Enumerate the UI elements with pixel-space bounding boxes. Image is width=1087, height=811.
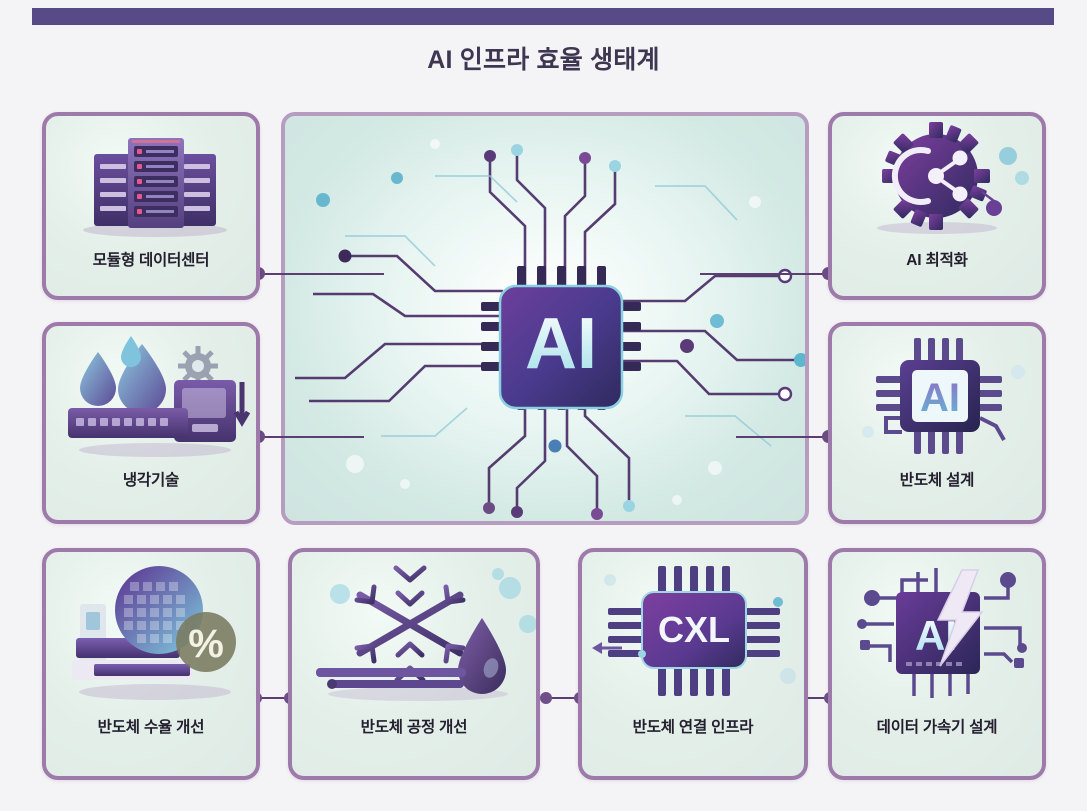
card-cooling-technology[interactable]: 냉각기술 (42, 322, 260, 524)
card-label-cooling-technology: 냉각기술 (122, 471, 180, 489)
connector-line-bottom-3-4 (798, 697, 828, 699)
connector-line-mid-right (736, 436, 828, 438)
connector-line-mid-left (258, 436, 364, 438)
ai-chip-icon: AI (832, 332, 1042, 454)
chip-text-ai: AI (920, 376, 960, 420)
wafer-percent-icon: % (46, 558, 256, 700)
gear-network-icon (832, 122, 1042, 234)
water-drop-cooling-icon (46, 332, 256, 457)
card-label-semiconductor-yield: 반도체 수율 개선 (97, 718, 205, 736)
card-label-data-accelerator: 데이터 가속기 설계 (876, 718, 998, 736)
card-ai-optimization[interactable]: AI 최적화 (828, 112, 1046, 300)
percent-symbol: % (188, 622, 224, 666)
connector-line-bottom-2-3 (548, 697, 578, 699)
top-accent-bar (32, 8, 1054, 25)
card-semiconductor-process[interactable]: 반도체 공정 개선 (288, 548, 540, 780)
card-data-accelerator[interactable]: AI 데이터 가속기 설계 (828, 548, 1046, 780)
ai-hub-illustration: AI (285, 116, 805, 521)
center-ai-hub-panel: AI (281, 112, 809, 525)
connector-line-top-right (700, 273, 828, 275)
card-semiconductor-yield[interactable]: % 반도체 수율 개선 (42, 548, 260, 780)
card-semiconductor-design[interactable]: AI 반도체 설계 (828, 322, 1046, 524)
connector-line-bottom-1-2 (258, 697, 288, 699)
page-title: AI 인프라 효율 생태계 (427, 46, 660, 74)
cxl-chip-icon: CXL (582, 558, 804, 697)
chip-text-cxl: CXL (658, 609, 730, 650)
connector-node-bottom-3 (540, 692, 552, 704)
card-label-semiconductor-design: 반도체 설계 (899, 471, 975, 489)
card-label-semiconductor-interconnect: 반도체 연결 인프라 (632, 718, 754, 736)
snowflake-droplet-icon (292, 558, 536, 701)
card-label-ai-optimization: AI 최적화 (906, 252, 968, 269)
connector-line-top-left (258, 273, 384, 275)
center-chip-label: AI (525, 304, 597, 384)
card-label-modular-datacenter: 모듈형 데이터센터 (92, 252, 210, 269)
ai-chip-bolt-icon: AI (832, 558, 1042, 698)
card-semiconductor-interconnect[interactable]: CXL 반도체 연결 인프라 (578, 548, 808, 780)
card-modular-datacenter[interactable]: 모듈형 데이터센터 (42, 112, 260, 300)
card-label-semiconductor-process: 반도체 공정 개선 (360, 718, 468, 736)
server-rack-icon (46, 122, 256, 237)
